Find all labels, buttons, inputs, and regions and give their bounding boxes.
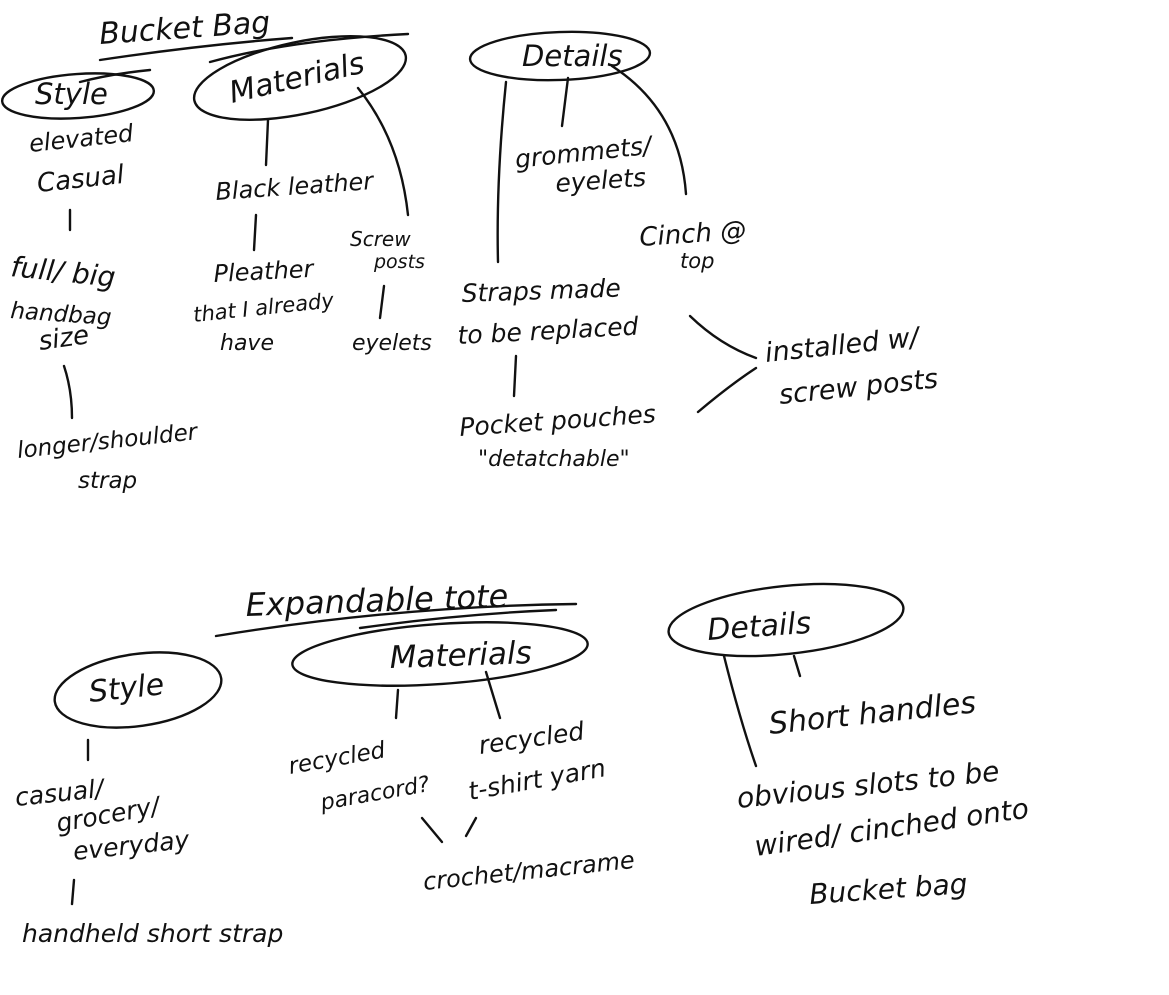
materials-item: Pleather bbox=[213, 255, 316, 288]
materials-item: paracord? bbox=[318, 772, 432, 816]
materials-item: Screw bbox=[350, 227, 411, 251]
materials-item: have bbox=[220, 331, 274, 356]
title-underline bbox=[98, 36, 294, 62]
details-item: to be replaced bbox=[457, 312, 639, 350]
bucket-bag-title: Bucket Bag bbox=[98, 5, 271, 52]
details-label: Details bbox=[522, 39, 623, 73]
details-item: Short handles bbox=[767, 685, 977, 742]
connector-line bbox=[252, 213, 258, 252]
materials-item: that I already bbox=[192, 288, 335, 327]
connector-line bbox=[62, 364, 74, 420]
style-item: elevated bbox=[28, 119, 136, 158]
connector-line bbox=[264, 118, 270, 167]
materials-item: recycled bbox=[477, 716, 586, 760]
details-item: Bucket bag bbox=[808, 867, 968, 911]
style-item: handheld short strap bbox=[22, 919, 283, 948]
connector-line bbox=[70, 878, 76, 906]
details-item: "detatchable" bbox=[478, 447, 630, 472]
title-underline bbox=[214, 602, 578, 638]
details-item: screw posts bbox=[777, 363, 939, 411]
style-item: size bbox=[37, 320, 91, 357]
materials-label: Materials bbox=[389, 635, 532, 676]
connector-line bbox=[464, 816, 478, 838]
connector-line bbox=[696, 366, 758, 414]
details-item: top bbox=[680, 249, 714, 273]
style-oval bbox=[0, 72, 156, 120]
connector-line bbox=[560, 76, 570, 128]
materials-oval bbox=[291, 621, 589, 687]
connector-line bbox=[420, 816, 444, 844]
details-item: Cinch @ bbox=[638, 216, 747, 253]
branch-line bbox=[358, 608, 558, 630]
connector-line bbox=[610, 64, 688, 196]
details-item: Straps made bbox=[461, 273, 621, 308]
materials-item: eyelets bbox=[352, 331, 432, 356]
style-item: strap bbox=[78, 468, 137, 494]
connector-line bbox=[378, 284, 386, 320]
details-oval bbox=[468, 30, 652, 82]
details-item: Pocket pouches bbox=[458, 399, 656, 442]
expandable-tote-map: Expandable tote Style casual/ grocery/ e… bbox=[14, 577, 1031, 948]
details-label: Details bbox=[706, 606, 812, 648]
materials-item: posts bbox=[373, 251, 425, 273]
materials-item: crochet/macrame bbox=[422, 846, 636, 896]
connector-line bbox=[512, 354, 518, 398]
connector-line bbox=[688, 314, 758, 360]
connector-line bbox=[484, 670, 502, 720]
materials-item: recycled bbox=[287, 737, 388, 780]
connector-line bbox=[722, 654, 758, 768]
connector-line bbox=[356, 86, 410, 217]
style-item: Casual bbox=[36, 160, 127, 199]
bucket-bag-map: Bucket Bag Style elevated Casual full/ b… bbox=[0, 5, 940, 494]
style-item: longer/shoulder bbox=[16, 419, 200, 464]
details-item: installed w/ bbox=[763, 322, 923, 369]
style-oval bbox=[53, 651, 223, 729]
style-item: full/ big bbox=[9, 250, 117, 294]
connector-line bbox=[792, 654, 802, 678]
details-item: eyelets bbox=[554, 163, 647, 198]
branch-line bbox=[208, 32, 410, 64]
details-oval bbox=[667, 582, 905, 658]
connector-line bbox=[496, 80, 508, 264]
materials-oval bbox=[192, 35, 408, 121]
expandable-tote-title: Expandable tote bbox=[245, 577, 509, 624]
materials-item: t-shirt yarn bbox=[466, 753, 608, 806]
materials-item: Black leather bbox=[214, 167, 376, 206]
connector-line bbox=[394, 688, 400, 720]
style-label: Style bbox=[35, 77, 108, 111]
style-label: Style bbox=[87, 667, 166, 710]
